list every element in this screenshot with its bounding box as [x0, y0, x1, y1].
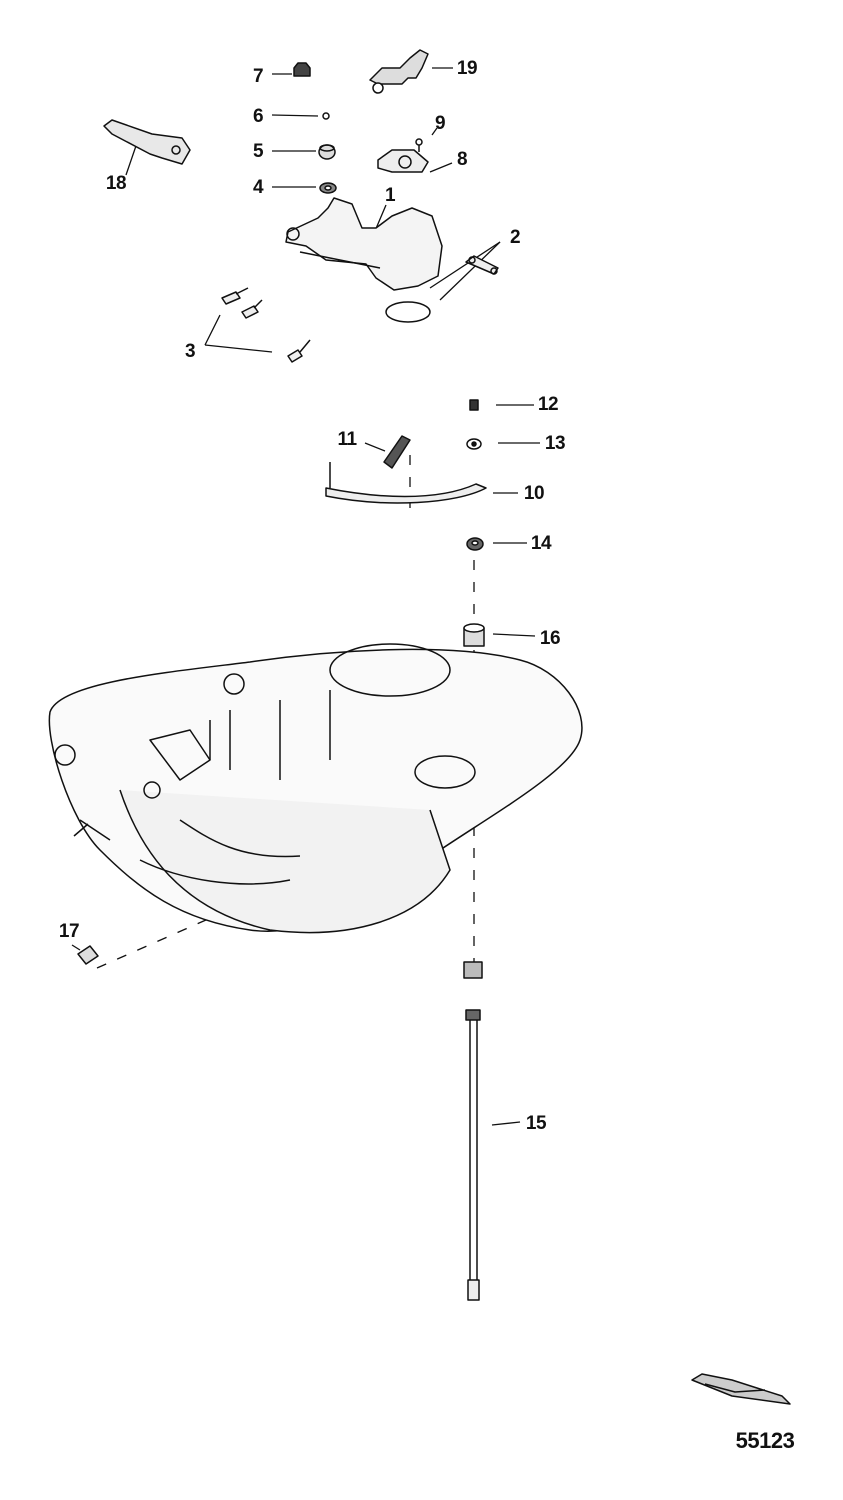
housing-adapter-plate [48, 643, 583, 934]
part-11-clip [383, 435, 411, 469]
part-8-sensor [377, 149, 429, 173]
callout-5: 5 [252, 141, 264, 162]
part-12-nut [469, 399, 479, 411]
part-7-nut [293, 62, 311, 77]
part-6-clip [322, 112, 330, 120]
part-1-bracket-assembly [285, 197, 443, 323]
callout-9: 9 [434, 113, 446, 134]
part-18-bracket [103, 119, 191, 165]
callout-4: 4 [252, 177, 264, 198]
part-13-washer [466, 438, 482, 450]
callout-8: 8 [456, 149, 468, 170]
callout-2: 2 [509, 227, 521, 248]
callout-13: 13 [544, 433, 566, 454]
callout-19: 19 [456, 58, 478, 79]
part-4-washer [319, 182, 337, 194]
part-10-link-arm [325, 462, 487, 504]
part-17-plug [77, 945, 99, 965]
callout-1: 1 [384, 185, 396, 206]
part-9-screw [415, 138, 423, 152]
part-16-sleeve [463, 623, 485, 647]
part-15-shift-rod [463, 961, 483, 1301]
callout-10: 10 [523, 483, 545, 504]
part-19-sensor [369, 49, 429, 94]
callout-6: 6 [252, 106, 264, 127]
part-5-bushing [318, 144, 336, 160]
part-14-bushing [466, 537, 484, 551]
leader-lines [71, 67, 540, 1126]
callout-7: 7 [252, 66, 264, 87]
callout-12: 12 [537, 394, 559, 415]
callout-14: 14 [530, 533, 552, 554]
figure-number: 55123 [735, 1428, 795, 1453]
part-3-bolts [221, 287, 311, 363]
part-2-link [465, 255, 499, 275]
callout-17: 17 [58, 921, 80, 942]
boat-orientation-icon [691, 1373, 791, 1405]
callout-3: 3 [184, 341, 196, 362]
callout-16: 16 [539, 628, 561, 649]
callout-11: 11 [337, 429, 357, 450]
callout-18: 18 [105, 173, 127, 194]
callout-15: 15 [525, 1113, 547, 1134]
